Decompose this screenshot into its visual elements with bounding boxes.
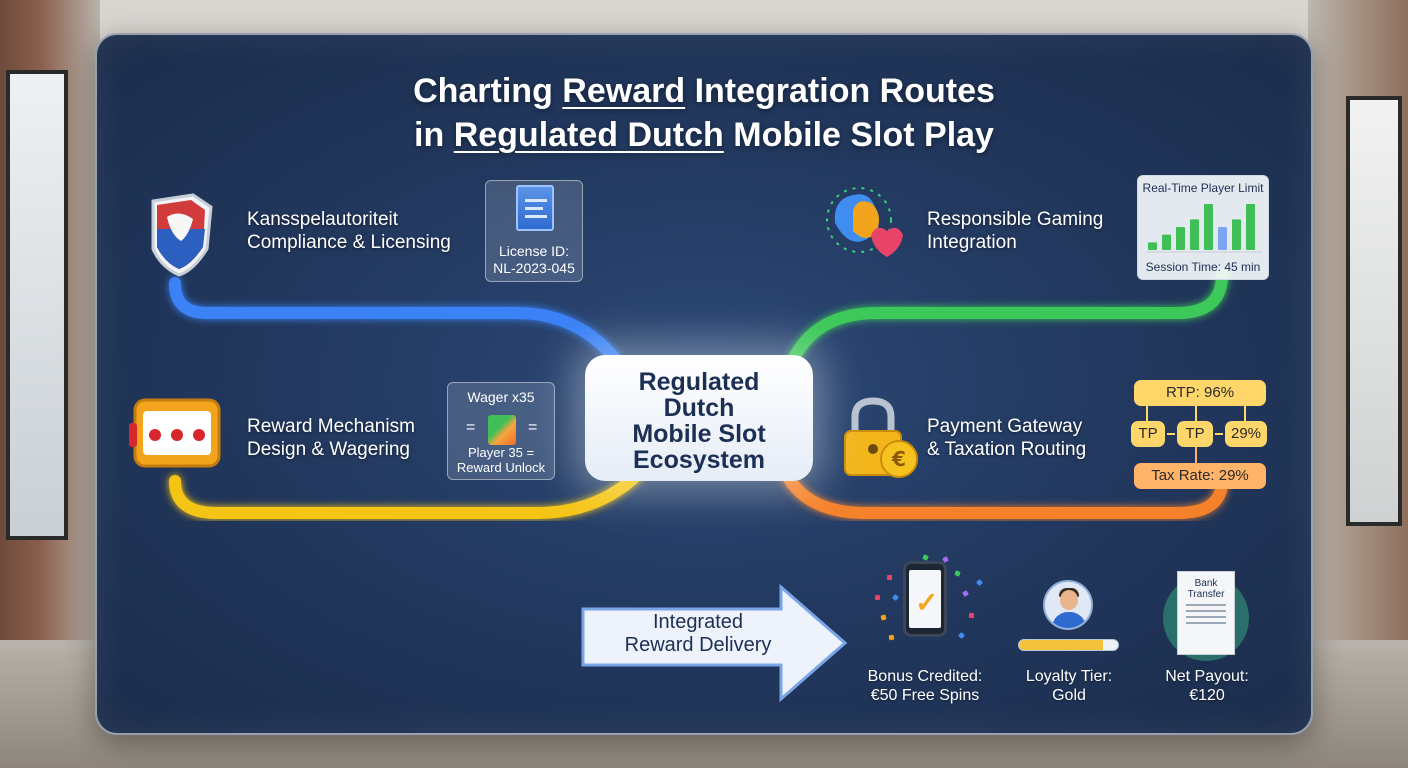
confetti-piece [874, 594, 881, 601]
yellow-route [169, 469, 643, 519]
limit-bar [1162, 234, 1171, 250]
wager-card: Wager x35 = = Player 35 =Reward Unlock [447, 382, 555, 480]
tax-rate-badge: Tax Rate: 29% [1134, 463, 1266, 489]
equals-left: = [466, 419, 476, 436]
svg-text:€: € [891, 447, 906, 471]
title-line-2: in Regulated Dutch Mobile Slot Play [414, 116, 994, 154]
confetti-piece [968, 612, 975, 619]
route-lines: € [129, 187, 1228, 703]
brain-heart-icon [826, 187, 903, 257]
slot-tile-icon [488, 415, 516, 445]
wager-label: Wager x35 [467, 389, 535, 405]
diagram-panel: Charting Reward Integration Routes in Re… [95, 33, 1313, 735]
tp-badge-2: TP [1177, 421, 1213, 447]
node-payment-label: Payment Gateway& Taxation Routing [927, 416, 1087, 460]
limit-bar [1204, 204, 1213, 250]
pct-badge: 29% [1225, 421, 1267, 447]
realtime-title: Real-Time Player Limit [1142, 181, 1264, 195]
padlock-euro-icon: € [844, 397, 918, 478]
title-line-1: Charting Reward Integration Routes [413, 72, 995, 110]
session-time: Session Time: 45 min [1145, 260, 1261, 274]
room-left-wall [0, 0, 100, 640]
limit-bar [1246, 204, 1255, 250]
blue-route [169, 277, 633, 381]
orange-route [781, 469, 1228, 519]
phone-check-icon: ✓ [903, 561, 947, 637]
avatar-icon [1043, 580, 1093, 630]
limit-bar [1218, 227, 1227, 250]
limit-bar-chart [1146, 204, 1262, 253]
confetti-piece [887, 575, 892, 580]
rtp-badge: RTP: 96% [1134, 380, 1266, 406]
right-window [1346, 96, 1402, 526]
green-route [781, 269, 1228, 381]
reward-payout-label: Net Payout:€120 [1165, 668, 1249, 704]
limit-bar [1190, 219, 1199, 250]
ecosystem-hub: Regulated Dutch Mobile Slot Ecosystem [585, 355, 813, 481]
confetti-piece [888, 634, 895, 641]
wager-result: Player 35 =Reward Unlock [456, 445, 546, 475]
tp-badge-1: TP [1131, 421, 1165, 447]
equals-right: = [528, 419, 538, 436]
delivery-arrow [581, 583, 848, 703]
license-card: License ID:NL-2023-045 [485, 180, 583, 282]
limit-bar [1232, 219, 1241, 250]
license-text: License ID:NL-2023-045 [493, 243, 575, 276]
diagram-title: Charting Reward Integration Routes in Re… [97, 69, 1311, 157]
limit-bar [1148, 242, 1157, 250]
tax-flow-connectors [1146, 406, 1246, 463]
document-icon [516, 185, 554, 231]
limit-bar [1176, 227, 1185, 250]
reward-loyalty-label: Loyalty Tier:Gold [1025, 668, 1113, 704]
slot-machine-icon [129, 398, 221, 468]
wager-formula: = = [448, 415, 554, 445]
realtime-limit-card: Real-Time Player Limit Session Time: 45 … [1137, 175, 1269, 280]
dutch-lion-shield-icon [151, 193, 213, 277]
loyalty-progress-bar [1018, 639, 1119, 651]
room-right-wall [1308, 0, 1408, 640]
left-window [6, 70, 68, 540]
reward-bonus-label: Bonus Credited:€50 Free Spins [867, 668, 983, 704]
